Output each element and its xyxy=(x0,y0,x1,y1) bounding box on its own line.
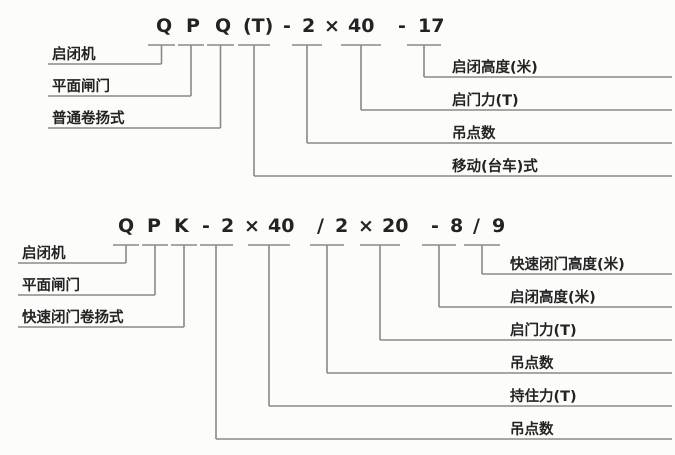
right-label: 快速闭门高度(米) xyxy=(510,255,625,273)
code-token: Q xyxy=(215,15,231,37)
code-token: / xyxy=(473,215,480,237)
code-string-qpq: Q P Q (T) - 2 × 40 - 17 xyxy=(156,15,444,37)
code-token: Q xyxy=(156,15,172,37)
left-label: 启闭机 xyxy=(22,244,66,262)
right-connectors-qpq xyxy=(254,76,672,177)
right-connectors-qpk xyxy=(216,273,672,440)
code-token: - xyxy=(398,15,406,37)
code-string-qpk: Q P K - 2 × 40 / 2 × 20 - 8 / 9 xyxy=(118,215,505,237)
left-connectors-qpq xyxy=(48,63,221,129)
code-token: (T) xyxy=(243,15,273,37)
left-label: 启闭机 xyxy=(52,45,96,63)
right-labels-qpq: 启闭高度(米) 启门力(T) 吊点数 移动(台车)式 xyxy=(452,58,538,175)
code-token: 20 xyxy=(382,215,408,237)
code-token: × xyxy=(324,15,340,37)
code-token: P xyxy=(186,15,200,37)
right-label: 启闭高度(米) xyxy=(452,58,538,76)
code-token: 17 xyxy=(418,15,444,37)
left-labels-qpk: 启闭机 平面闸门 快速闭门卷扬式 xyxy=(22,244,124,326)
code-token: 40 xyxy=(348,15,374,37)
code-token: K xyxy=(174,215,190,237)
code-token: × xyxy=(358,215,374,237)
right-label: 启闭高度(米) xyxy=(510,288,596,306)
code-token: P xyxy=(147,215,161,237)
left-label: 普通卷扬式 xyxy=(52,109,125,127)
code-token: - xyxy=(283,15,291,37)
left-label: 平面闸门 xyxy=(22,276,80,294)
left-label: 平面闸门 xyxy=(52,77,110,95)
code-token: 9 xyxy=(492,215,505,237)
code-token: - xyxy=(202,215,210,237)
code-token: Q xyxy=(118,215,134,237)
code-token: / xyxy=(317,215,324,237)
right-labels-qpk: 快速闭门高度(米) 启闭高度(米) 启门力(T) 吊点数 持住力(T) 吊点数 xyxy=(510,255,625,438)
code-token: 40 xyxy=(268,215,294,237)
tick-marks-qpq xyxy=(148,44,441,176)
left-label: 快速闭门卷扬式 xyxy=(22,308,124,326)
code-token: × xyxy=(244,215,260,237)
code-token: 2 xyxy=(221,215,234,237)
code-token: 2 xyxy=(335,215,348,237)
right-label: 持住力(T) xyxy=(510,387,577,405)
right-label: 吊点数 xyxy=(452,124,496,142)
code-token: 8 xyxy=(450,215,463,237)
right-label: 启门力(T) xyxy=(452,91,519,109)
code-token: 2 xyxy=(302,15,315,37)
right-label: 启门力(T) xyxy=(510,321,577,339)
right-label: 吊点数 xyxy=(510,354,554,372)
right-label: 移动(台车)式 xyxy=(452,157,538,175)
left-labels-qpq: 启闭机 平面闸门 普通卷扬式 xyxy=(52,45,125,127)
code-token: - xyxy=(431,215,439,237)
left-connectors-qpk xyxy=(18,262,184,328)
tick-marks-qpk xyxy=(113,244,500,439)
right-label: 吊点数 xyxy=(510,420,554,438)
